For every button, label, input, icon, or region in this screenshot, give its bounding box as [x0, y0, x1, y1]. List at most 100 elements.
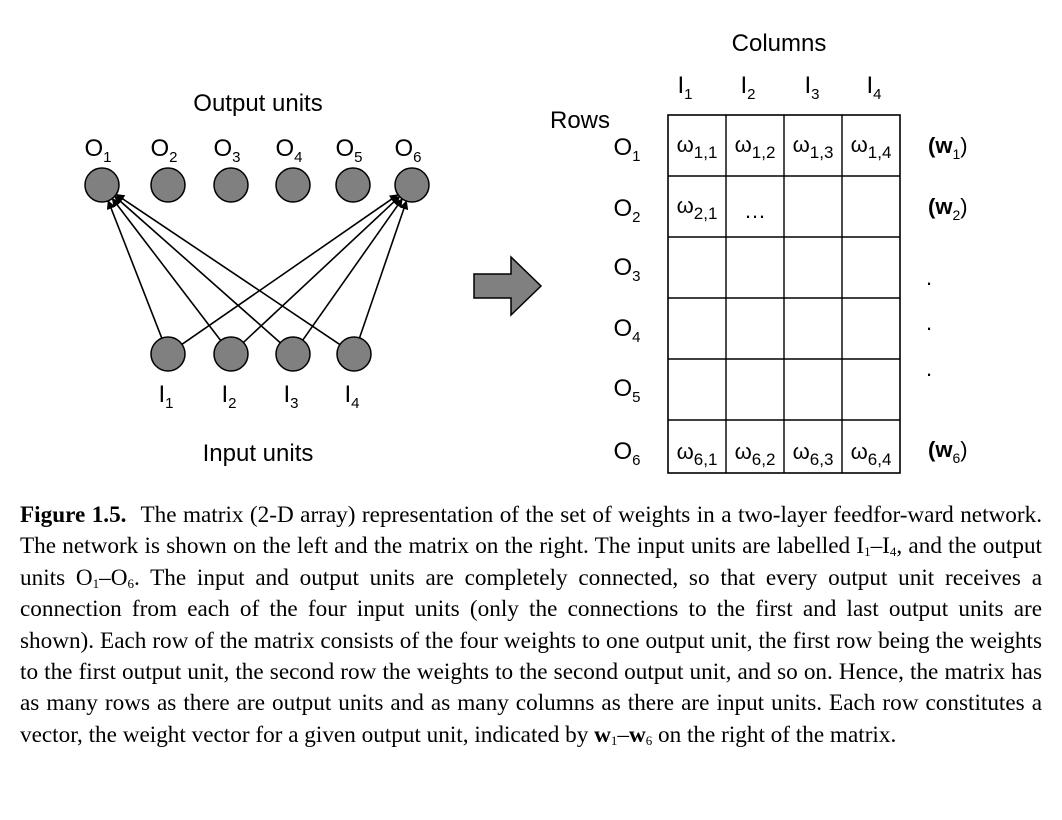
- matrix-cell-sub: 1,3: [810, 143, 834, 162]
- matrix-row-label-sub: 4: [632, 329, 640, 346]
- output-label: O3: [213, 135, 240, 166]
- weight-vector-sub: 2: [952, 207, 960, 223]
- input-label: I3: [283, 381, 298, 412]
- weight-vector-label: (w6): [928, 437, 968, 466]
- matrix-cell-sub: 1,2: [752, 143, 776, 162]
- matrix-col-label: I3: [804, 72, 819, 103]
- caption-sub: 1: [864, 544, 871, 560]
- matrix-col-label-base: I: [677, 72, 684, 99]
- caption-vector-w: w: [628, 721, 646, 748]
- matrix-cell: ω6,1: [677, 439, 718, 469]
- output-label-base: O: [213, 135, 232, 162]
- weight-vector-name: (w: [928, 437, 953, 462]
- weight-vector-sub: 6: [952, 450, 960, 466]
- caption-sub: 6: [127, 575, 134, 591]
- matrix-cell: ω1,1: [677, 132, 718, 162]
- connection-arrow: [358, 200, 409, 339]
- output-node: [150, 167, 186, 203]
- weight-vector-close: ): [960, 133, 967, 158]
- matrix-cell: ω6,4: [851, 439, 892, 469]
- output-label-sub: 4: [294, 149, 302, 166]
- output-label: O4: [275, 135, 302, 166]
- connection-arrow: [106, 199, 163, 339]
- input-label: I2: [221, 381, 236, 412]
- matrix-cell: ω1,3: [793, 132, 834, 162]
- matrix-row-label-base: O: [613, 375, 632, 402]
- matrix-cell-sub: 1,4: [868, 143, 892, 162]
- matrix-row-label-base: O: [613, 195, 632, 222]
- matrix-cell-sub: 6,1: [694, 450, 718, 469]
- connection-arrow: [114, 195, 281, 344]
- matrix-cell-sub: 6,2: [752, 450, 776, 469]
- output-label: O6: [394, 135, 421, 166]
- caption-text-2: , and the output units O: [20, 533, 1042, 591]
- matrix-row-label-sub: 1: [632, 148, 640, 165]
- output-node: [84, 167, 120, 203]
- matrix-row-label: O1: [613, 134, 640, 165]
- matrix-cell-base: ω: [735, 439, 752, 464]
- caption-text-4: on the right of the matrix.: [652, 721, 897, 748]
- matrix-row-label-sub: 6: [632, 452, 640, 469]
- matrix-cell-base: ω: [677, 439, 694, 464]
- output-label-sub: 3: [232, 149, 240, 166]
- matrix-col-label-sub: 4: [873, 86, 881, 103]
- connection-arrow: [111, 197, 222, 341]
- caption-sub: 4: [889, 544, 897, 560]
- matrix-cell-base: ω: [851, 132, 868, 157]
- caption-dash: –I: [870, 533, 890, 560]
- output-label: O5: [335, 135, 362, 166]
- caption-sub: 1: [92, 575, 100, 591]
- output-label-sub: 2: [169, 149, 177, 166]
- matrix-row-label-sub: 3: [632, 268, 640, 285]
- output-label-sub: 1: [103, 149, 111, 166]
- weight-vector-name: (w: [928, 133, 953, 158]
- input-label-base: I: [344, 381, 351, 408]
- caption-sub: 6: [645, 732, 653, 748]
- input-units-title: Input units: [203, 440, 314, 467]
- input-label-base: I: [283, 381, 290, 408]
- matrix-cell-sub: 2,1: [694, 204, 718, 223]
- columns-title: Columns: [732, 30, 827, 57]
- input-label: I1: [158, 381, 173, 412]
- connection-arrow: [302, 198, 403, 341]
- caption-sub: 1: [610, 732, 618, 748]
- matrix-row-label: O5: [613, 375, 640, 406]
- output-label: O2: [150, 135, 177, 166]
- matrix-col-label-sub: 3: [811, 86, 819, 103]
- caption-dash: –O: [99, 564, 128, 591]
- matrix-row-label: O3: [613, 254, 640, 285]
- vertical-dot: ·: [925, 315, 932, 340]
- output-node: [394, 167, 430, 203]
- caption-dash: –: [617, 721, 629, 748]
- matrix-cell-sub: 6,4: [868, 450, 892, 469]
- caption-label: Figure 1.5.: [20, 502, 127, 528]
- connection-arrow: [115, 193, 341, 346]
- caption-text-1: The matrix (2-D array) representation of…: [20, 502, 1042, 560]
- matrix-col-label: I4: [866, 72, 881, 103]
- input-node: [275, 336, 311, 372]
- weight-vector-label: (w1): [928, 133, 968, 162]
- output-label-base: O: [150, 135, 169, 162]
- weight-vector-labels: (w1)(w2)(w6): [928, 133, 968, 466]
- output-label-base: O: [275, 135, 294, 162]
- matrix-row-label-base: O: [613, 254, 632, 281]
- matrix-col-label-base: I: [804, 72, 811, 99]
- matrix-cell-base: ω: [851, 439, 868, 464]
- transform-arrow-icon: [473, 255, 543, 317]
- vertical-ellipsis: ···: [925, 270, 932, 386]
- output-label: O1: [84, 135, 111, 166]
- input-label-sub: 3: [290, 395, 298, 412]
- input-node: [213, 336, 249, 372]
- matrix-cell-base: ω: [793, 132, 810, 157]
- weight-vector-close: ): [960, 194, 967, 219]
- matrix-cell: ω6,2: [735, 439, 776, 469]
- matrix-cell: ω1,4: [851, 132, 892, 162]
- matrix-col-label-base: I: [740, 72, 747, 99]
- output-units-title: Output units: [193, 90, 322, 117]
- matrix-col-label-sub: 1: [684, 86, 692, 103]
- weight-vector-close: ): [960, 437, 967, 462]
- matrix-cell-sub: 1,1: [694, 143, 718, 162]
- caption-vector-w: w: [594, 721, 611, 748]
